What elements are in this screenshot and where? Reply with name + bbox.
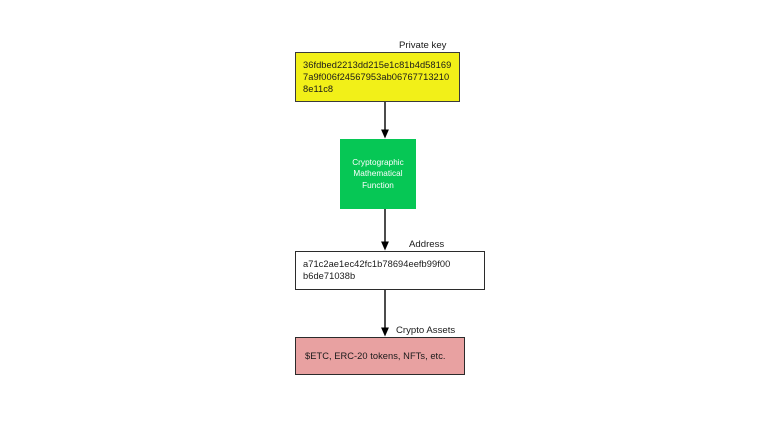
private-key-value: 36fdbed2213dd215e1c81b4d58169 7a9f006f24…	[303, 60, 452, 95]
cryptographic-function-label: Cryptographic Mathematical Function	[352, 157, 404, 190]
node-address[interactable]: a71c2ae1ec42fc1b78694eefb99f00 b6de71038…	[295, 251, 485, 290]
address-value: a71c2ae1ec42fc1b78694eefb99f00 b6de71038…	[303, 259, 451, 282]
label-crypto-assets: Crypto Assets	[396, 325, 456, 336]
crypto-assets-value: $ETC, ERC-20 tokens, NFTs, etc.	[305, 350, 446, 361]
node-crypto-assets[interactable]: $ETC, ERC-20 tokens, NFTs, etc.	[295, 337, 465, 375]
label-private-key: Private key	[399, 40, 447, 51]
node-cryptographic-function[interactable]: Cryptographic Mathematical Function	[340, 139, 416, 209]
label-address: Address	[409, 239, 445, 250]
node-private-key[interactable]: 36fdbed2213dd215e1c81b4d58169 7a9f006f24…	[295, 52, 460, 102]
